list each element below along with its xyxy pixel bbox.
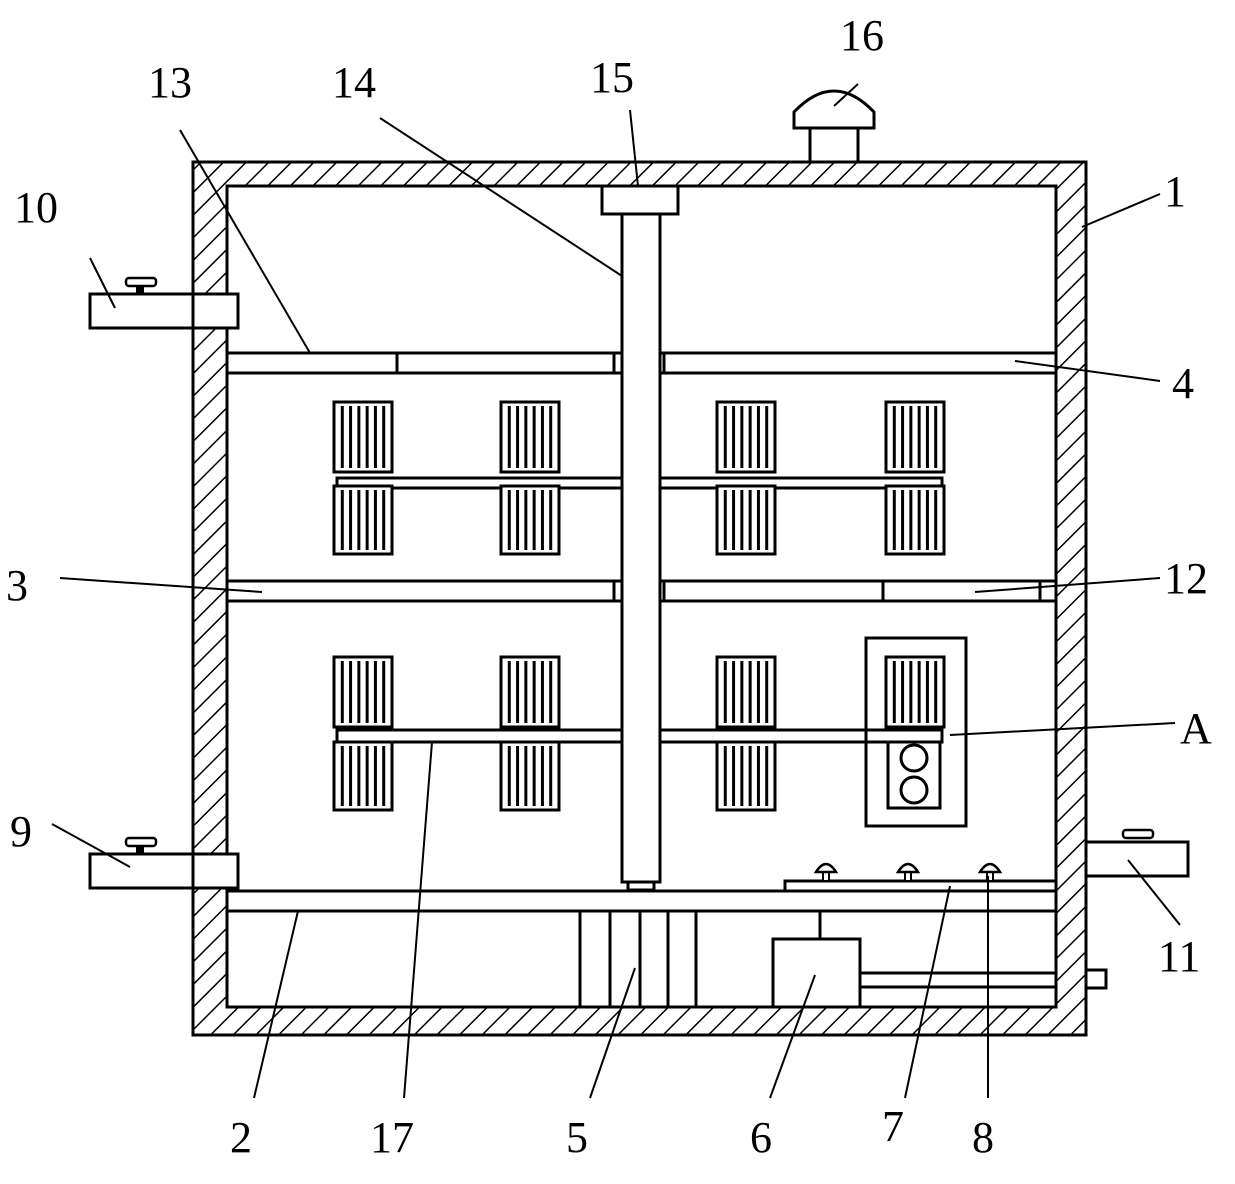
detail-frame-a: [864, 636, 968, 828]
label-8: 8: [972, 1113, 994, 1162]
brush-elements: [332, 400, 946, 812]
label-1: 1: [1164, 167, 1186, 216]
bottom-plate-2: [225, 889, 1058, 913]
exhaust-cap-16: [792, 89, 876, 164]
nozzle-cap: [895, 862, 921, 874]
label-a: A: [1180, 704, 1212, 753]
nozzle-stem: [904, 871, 912, 882]
label-4: 4: [1172, 359, 1194, 408]
label-11: 11: [1158, 932, 1200, 981]
label-6: 6: [750, 1113, 772, 1162]
label-14: 14: [332, 58, 376, 107]
inlet-pipe-9: [88, 836, 240, 890]
label-3: 3: [6, 561, 28, 610]
nozzle-stem: [822, 871, 830, 882]
nozzle-cap: [977, 862, 1003, 874]
label-5: 5: [566, 1113, 588, 1162]
part-labels: 1 4 12 A 11 8 7 6 5 17 2 3 9 10 13 14 15…: [6, 11, 1212, 1162]
label-16: 16: [840, 11, 884, 60]
motor-6: [771, 911, 1108, 1009]
central-shaft-14: [600, 184, 680, 892]
label-10: 10: [14, 183, 58, 232]
nozzles-8: [813, 862, 1003, 882]
label-12: 12: [1164, 554, 1208, 603]
label-2: 2: [230, 1113, 252, 1162]
heater-plate-7: [783, 879, 1058, 893]
label-15: 15: [590, 53, 634, 102]
support-column-5: [578, 909, 698, 1009]
label-9: 9: [10, 807, 32, 856]
outlet-pipe-11: [1084, 828, 1190, 878]
inlet-pipe-10: [88, 276, 240, 330]
nozzle-cap: [813, 862, 839, 874]
leader-lines: [51, 83, 1181, 1099]
label-7: 7: [882, 1102, 904, 1151]
label-17: 17: [370, 1113, 414, 1162]
label-13: 13: [148, 58, 192, 107]
